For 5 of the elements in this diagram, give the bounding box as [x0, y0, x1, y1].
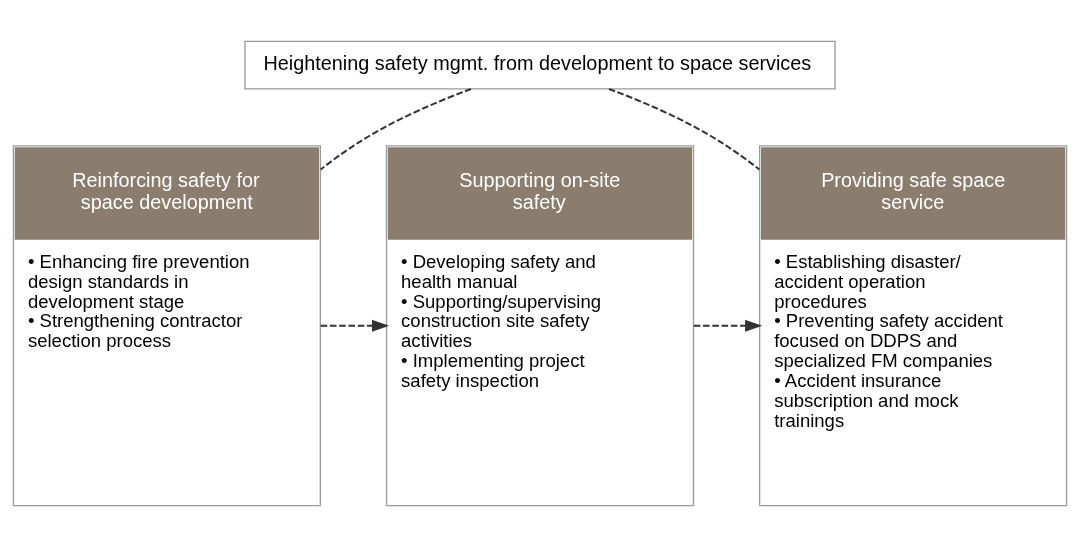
connector [608, 87, 761, 170]
connector [319, 87, 472, 170]
arrow [319, 319, 390, 332]
arrow [692, 319, 763, 332]
node-box: Heightening safety mgmt. from development to space services [244, 40, 836, 90]
